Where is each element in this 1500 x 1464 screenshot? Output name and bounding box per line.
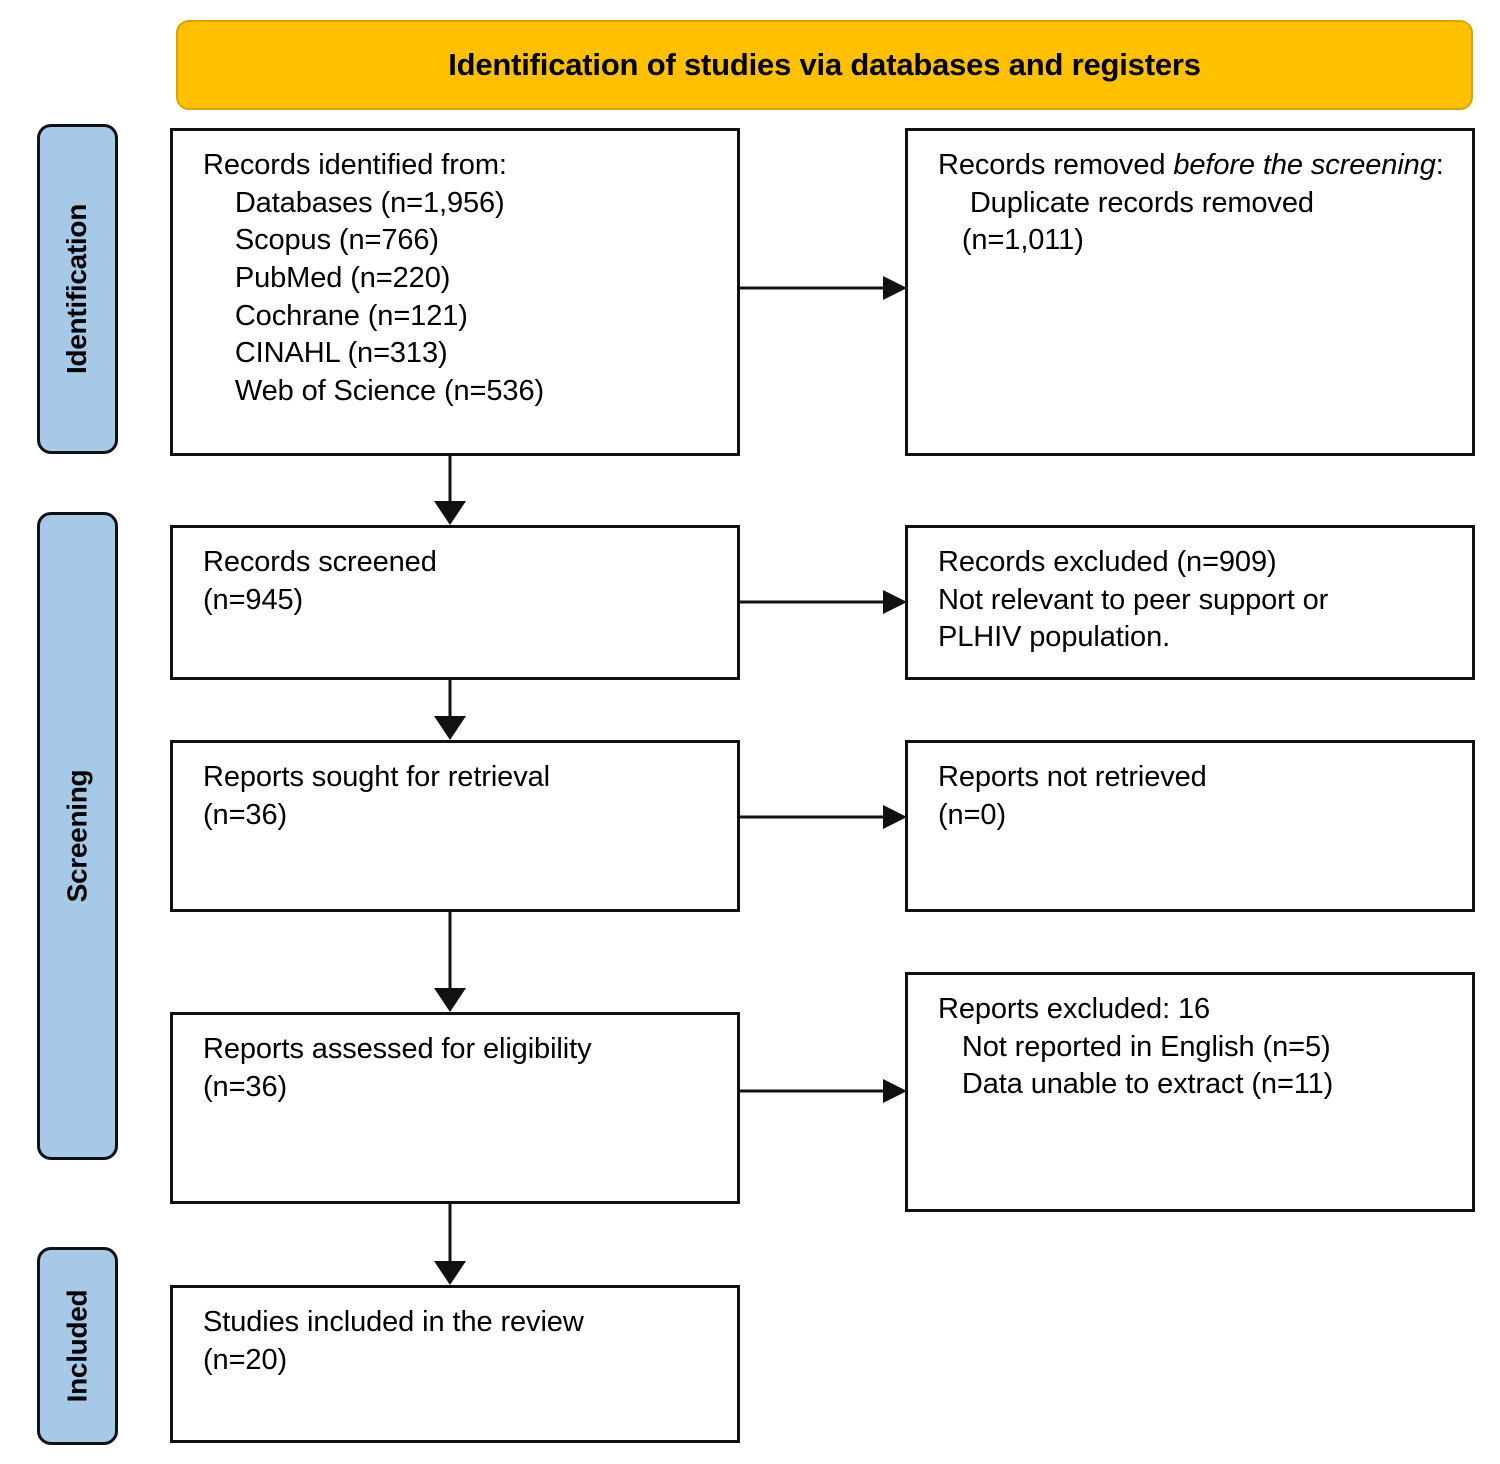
arrow-sought-to-not-retrieved xyxy=(737,801,909,833)
records-removed-lead: Records removed xyxy=(938,149,1174,181)
arrow-assessed-to-included xyxy=(426,1204,474,1287)
arrow-sought-to-assessed xyxy=(426,912,474,1014)
banner-title: Identification of studies via databases … xyxy=(448,46,1201,82)
box-records-identified-text: Records identified from: Databases (n=1,… xyxy=(203,149,545,408)
stage-label-included: Included xyxy=(37,1247,118,1445)
stage-label-screening: Screening xyxy=(37,512,118,1160)
box-records-excluded-screening: Records excluded (n=909) Not relevant to… xyxy=(905,525,1475,680)
box-records-removed-before-screening: Records removed before the screening: Du… xyxy=(905,128,1475,456)
box-studies-included-in-review: Studies included in the review (n=20) xyxy=(170,1285,740,1443)
box-reports-sought-text: Reports sought for retrieval (n=36) xyxy=(203,761,550,831)
box-records-screened: Records screened (n=945) xyxy=(170,525,740,680)
stage-label-identification-text: Identification xyxy=(61,203,93,375)
box-reports-assessed-text: Reports assessed for eligibility (n=36) xyxy=(203,1033,592,1103)
arrow-identified-to-removed xyxy=(737,272,909,304)
box-reports-assessed-for-eligibility: Reports assessed for eligibility (n=36) xyxy=(170,1012,740,1204)
box-reports-not-retrieved: Reports not retrieved (n=0) xyxy=(905,740,1475,912)
arrow-down-icon xyxy=(434,912,466,1012)
stage-label-identification: Identification xyxy=(37,124,118,454)
stage-label-screening-text: Screening xyxy=(61,769,93,903)
box-reports-sought-for-retrieval: Reports sought for retrieval (n=36) xyxy=(170,740,740,912)
box-reports-not-retrieved-text: Reports not retrieved (n=0) xyxy=(938,761,1207,831)
arrow-down-icon xyxy=(434,680,466,740)
arrow-right-icon xyxy=(737,590,907,614)
arrow-down-icon xyxy=(434,1204,466,1285)
box-records-screened-text: Records screened (n=945) xyxy=(203,546,437,616)
banner-identification-header: Identification of studies via databases … xyxy=(176,20,1473,110)
box-records-removed-text: Records removed before the screening: Du… xyxy=(938,147,1458,260)
records-removed-tail: : Duplicate records removed (n=1,011) xyxy=(961,149,1444,257)
arrow-assessed-to-excluded xyxy=(737,1075,909,1107)
box-studies-included-text: Studies included in the review (n=20) xyxy=(203,1306,584,1376)
box-records-excluded-screening-text: Records excluded (n=909) Not relevant to… xyxy=(938,546,1329,654)
stage-label-included-text: Included xyxy=(61,1289,93,1403)
box-reports-excluded-eligibility: Reports excluded: 16 Not reported in Eng… xyxy=(905,972,1475,1212)
box-records-identified: Records identified from: Databases (n=1,… xyxy=(170,128,740,456)
records-removed-emphasis: before the screening xyxy=(1173,149,1436,181)
arrow-identified-to-screened xyxy=(426,455,474,527)
arrow-screened-to-excluded xyxy=(737,586,909,618)
arrow-right-icon xyxy=(737,1079,907,1103)
arrow-down-icon xyxy=(434,455,466,525)
arrow-right-icon xyxy=(737,276,907,300)
arrow-screened-to-sought xyxy=(426,680,474,742)
arrow-right-icon xyxy=(737,805,907,829)
box-reports-excluded-eligibility-text: Reports excluded: 16 Not reported in Eng… xyxy=(938,993,1334,1101)
